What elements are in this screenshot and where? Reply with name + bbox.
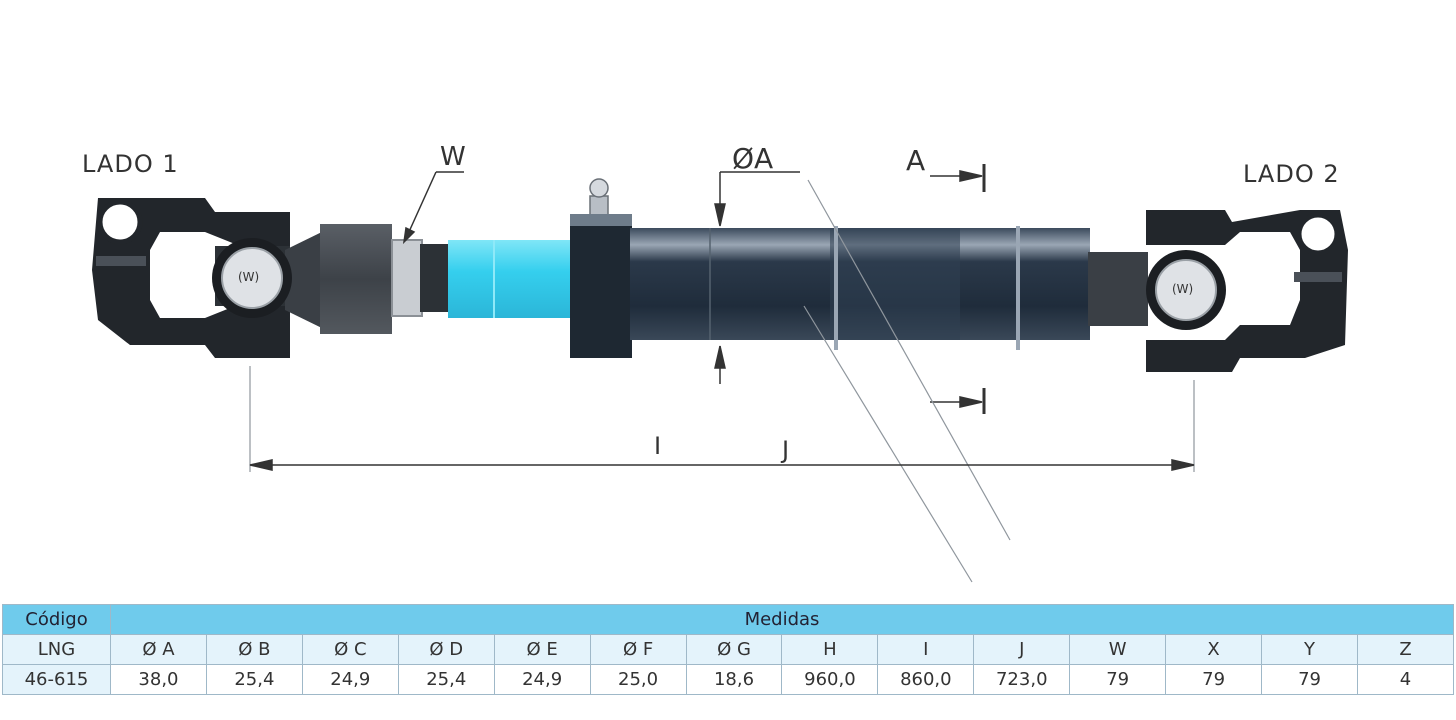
column-header: Ø A <box>110 634 207 665</box>
table-cell: 18,6 <box>685 664 783 695</box>
diam-a-dimension <box>714 171 800 384</box>
spec-table: Código Medidas LNG Ø A Ø B Ø C Ø D Ø E Ø… <box>2 604 1455 695</box>
table-cell: 4 <box>1356 664 1455 695</box>
left-sleeve <box>320 224 392 334</box>
diam-a-label: ØA <box>732 142 774 175</box>
table-cell: 25,0 <box>589 664 687 695</box>
i-dimension-label: I <box>654 432 662 460</box>
part-number: 46-615 <box>2 664 111 695</box>
left-collar <box>391 239 423 317</box>
table-cell: 860,0 <box>877 664 975 695</box>
w-leader <box>402 171 464 245</box>
column-header: Ø D <box>397 634 495 665</box>
column-header: Ø G <box>685 634 783 665</box>
column-header: J <box>973 634 1071 665</box>
table-cell: 723,0 <box>973 664 1071 695</box>
right-hub-label: (W) <box>1172 282 1194 296</box>
driveshaft-drawing <box>92 164 1348 583</box>
table-cell: 24,9 <box>301 664 399 695</box>
side-2-label: LADO 2 <box>1243 160 1340 188</box>
table-cell: 960,0 <box>781 664 879 695</box>
left-yoke <box>92 198 330 358</box>
column-header: X <box>1165 634 1263 665</box>
left-cross-hub <box>212 238 292 318</box>
column-header: Ø F <box>589 634 687 665</box>
side-1-label: LADO 1 <box>82 150 179 178</box>
measures-header: Medidas <box>110 604 1454 635</box>
column-header: Ø B <box>205 634 303 665</box>
left-hub-label: (W) <box>238 270 260 284</box>
column-header: I <box>877 634 975 665</box>
outer-tube <box>570 214 1148 358</box>
code-header: Código <box>2 604 111 635</box>
a-dimension-label: A <box>906 144 926 177</box>
j-dimension-label: J <box>782 436 790 464</box>
table-header-row: Código Medidas <box>2 604 1454 635</box>
table-cell: 79 <box>1165 664 1263 695</box>
a-dimension <box>930 164 986 414</box>
w-dimension-label: W <box>440 142 466 172</box>
table-cell: 38,0 <box>110 664 207 695</box>
table-cell: 25,4 <box>397 664 495 695</box>
table-columns-row: LNG Ø A Ø B Ø C Ø D Ø E Ø F Ø G H I J W … <box>2 634 1455 665</box>
table-cell: 25,4 <box>205 664 303 695</box>
table-row: 46-615 38,0 25,4 24,9 25,4 24,9 25,0 18,… <box>2 664 1455 695</box>
table-cell: 79 <box>1069 664 1167 695</box>
grease-fitting <box>589 178 609 217</box>
column-header: Y <box>1261 634 1358 665</box>
column-header: Z <box>1356 634 1455 665</box>
column-header: Ø C <box>301 634 399 665</box>
table-cell: 24,9 <box>493 664 591 695</box>
column-header: W <box>1069 634 1167 665</box>
column-header: H <box>781 634 879 665</box>
right-yoke <box>1146 210 1348 372</box>
code-label: LNG <box>2 634 111 665</box>
table-cell: 79 <box>1261 664 1358 695</box>
right-cross-hub <box>1146 250 1226 330</box>
column-header: Ø E <box>493 634 591 665</box>
inner-tube <box>448 240 572 318</box>
length-dimension <box>249 459 1195 471</box>
projection-lines <box>249 179 1195 583</box>
